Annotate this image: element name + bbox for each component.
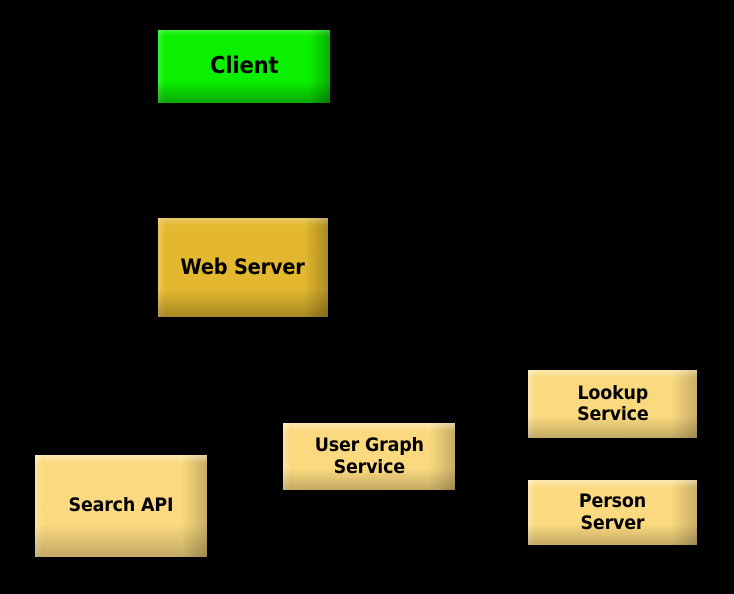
node-lookup-service[interactable]: Lookup Service: [528, 370, 697, 438]
node-search-api[interactable]: Search API: [35, 455, 207, 557]
node-search-api-label: Search API: [68, 494, 174, 517]
node-client-label: Client: [209, 52, 279, 79]
node-user-graph-service-label: User Graph Service: [314, 434, 424, 478]
node-web-server[interactable]: Web Server: [158, 218, 328, 317]
node-person-server[interactable]: Person Server: [528, 480, 697, 545]
node-client[interactable]: Client: [158, 30, 330, 103]
node-user-graph-service[interactable]: User Graph Service: [283, 423, 455, 490]
node-web-server-label: Web Server: [180, 254, 306, 279]
node-person-server-label: Person Server: [578, 490, 647, 534]
node-lookup-service-label: Lookup Service: [576, 381, 649, 425]
